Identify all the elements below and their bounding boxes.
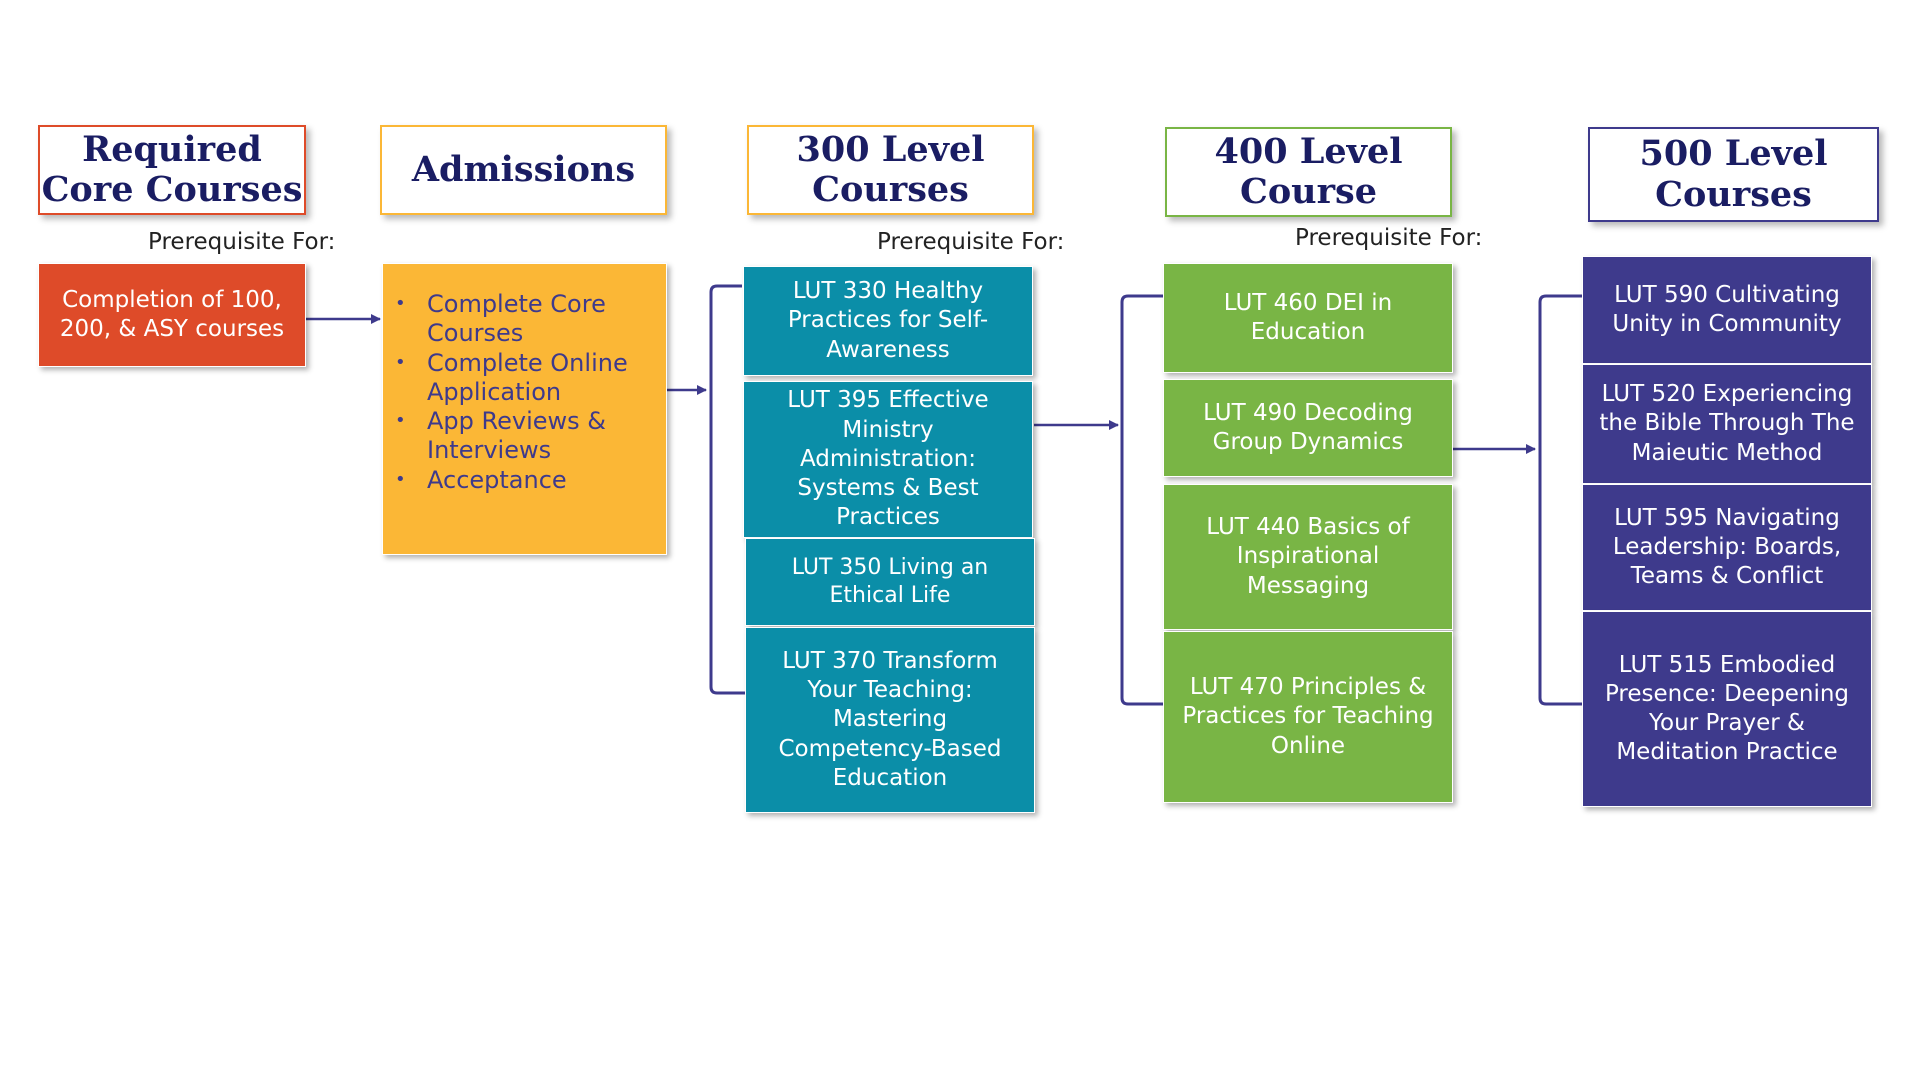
bracket-400 <box>1120 294 1163 706</box>
header-500-level: 500 Level Courses <box>1588 127 1879 222</box>
prereq-label-300: Prerequisite For: <box>877 229 1065 255</box>
admissions-step-text: Complete Core Courses <box>427 290 606 348</box>
admissions-step: • Complete Online Application <box>395 349 648 408</box>
bullet-icon: • <box>395 468 406 490</box>
bracket-500 <box>1538 294 1582 706</box>
header-500-level-text: 500 Level Courses <box>1639 133 1828 215</box>
course-box-lut-520: LUT 520 Experiencing the Bible Through T… <box>1582 364 1872 484</box>
course-title: LUT 590 Cultivating Unity in Community <box>1612 281 1842 337</box>
header-300-level-text: 300 Level Courses <box>796 128 985 210</box>
admissions-step: • App Reviews & Interviews <box>395 407 648 466</box>
bracket-300 <box>709 284 747 695</box>
course-box-lut-515: LUT 515 Embodied Presence: Deepening You… <box>1582 611 1872 807</box>
bullet-icon: • <box>395 351 406 373</box>
course-box-lut-460: LUT 460 DEI in Education <box>1163 263 1453 373</box>
course-title: LUT 520 Experiencing the Bible Through T… <box>1599 381 1855 466</box>
course-box-lut-470: LUT 470 Principles & Practices for Teach… <box>1163 631 1453 803</box>
header-300-level: 300 Level Courses <box>747 125 1034 215</box>
course-box-lut-350: LUT 350 Living an Ethical Life <box>745 538 1035 626</box>
header-required-core-courses: Required Core Courses <box>38 125 306 215</box>
course-box-lut-370: LUT 370 Transform Your Teaching: Masteri… <box>745 627 1035 813</box>
course-title: LUT 440 Basics of Inspirational Messagin… <box>1206 514 1410 599</box>
admissions-step: • Complete Core Courses <box>395 290 648 349</box>
header-required-core-courses-text: Required Core Courses <box>41 128 303 210</box>
course-title: LUT 350 Living an Ethical Life <box>791 555 989 608</box>
admissions-step-text: Complete Online Application <box>427 348 628 406</box>
course-box-lut-490: LUT 490 Decoding Group Dynamics <box>1163 379 1453 477</box>
header-400-level-text: 400 Level Course <box>1214 130 1403 212</box>
course-title: LUT 370 Transform Your Teaching: Masteri… <box>778 647 1002 791</box>
course-title: LUT 460 DEI in Education <box>1223 289 1393 345</box>
admissions-steps-box: • Complete Core Courses • Complete Online … <box>382 263 667 555</box>
bullet-icon: • <box>395 293 406 314</box>
prereq-label-400: Prerequisite For: <box>1295 225 1483 251</box>
course-box-lut-595: LUT 595 Navigating Leadership: Boards, T… <box>1582 484 1872 611</box>
admissions-step-text: Acceptance <box>427 465 567 494</box>
bullet-icon: • <box>395 410 406 432</box>
header-400-level: 400 Level Course <box>1165 127 1452 217</box>
course-box-lut-330: LUT 330 Healthy Practices for Self-Aware… <box>743 266 1033 376</box>
course-box-lut-590: LUT 590 Cultivating Unity in Community <box>1582 256 1872 364</box>
course-title: LUT 330 Healthy Practices for Self-Aware… <box>787 278 989 363</box>
prereq-label-required: Prerequisite For: <box>148 229 336 255</box>
required-core-completion-box: Completion of 100, 200, & ASY courses <box>38 263 306 367</box>
required-core-completion-text: Completion of 100, 200, & ASY courses <box>59 286 285 342</box>
header-admissions: Admissions <box>380 125 667 215</box>
admissions-step-text: App Reviews & Interviews <box>427 407 606 465</box>
course-title: LUT 490 Decoding Group Dynamics <box>1203 399 1413 455</box>
course-title: LUT 515 Embodied Presence: Deepening You… <box>1604 651 1850 766</box>
admissions-step: • Acceptance <box>395 466 648 495</box>
course-box-lut-440: LUT 440 Basics of Inspirational Messagin… <box>1163 484 1453 630</box>
course-title: LUT 395 Effective Ministry Administratio… <box>787 387 989 531</box>
header-admissions-text: Admissions <box>411 148 636 190</box>
admissions-steps-list: • Complete Core Courses • Complete Online … <box>395 290 648 495</box>
course-box-lut-395: LUT 395 Effective Ministry Administratio… <box>743 381 1033 538</box>
course-title: LUT 470 Principles & Practices for Teach… <box>1182 674 1434 759</box>
course-title: LUT 595 Navigating Leadership: Boards, T… <box>1612 504 1842 590</box>
